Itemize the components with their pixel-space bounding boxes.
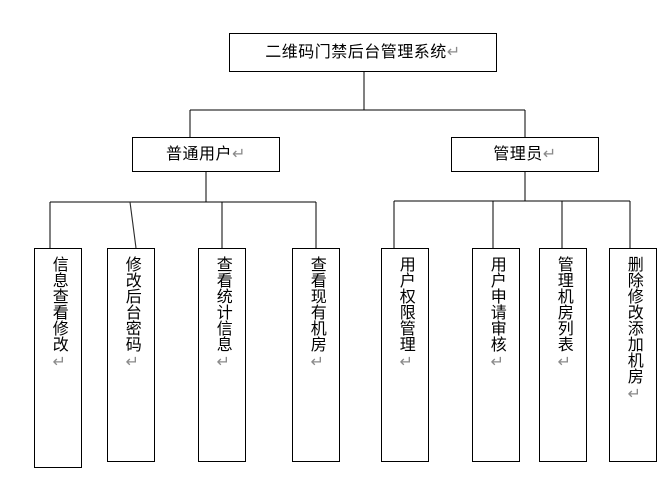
- node-branch-ordinary-user-label: 普通用户↵: [166, 145, 246, 163]
- return-mark-icon: ↵: [307, 352, 325, 371]
- return-mark-icon: ↵: [396, 352, 414, 371]
- node-leaf-change-backend-password[interactable]: 修改后台密码↵: [107, 248, 155, 462]
- connector-branch1-child-2: [129, 201, 137, 249]
- return-mark-icon: ↵: [624, 384, 642, 403]
- return-mark-icon: ↵: [542, 145, 557, 163]
- node-leaf-user-permission-management[interactable]: 用户权限管理↵: [381, 248, 429, 462]
- node-root[interactable]: 二维码门禁后台管理系统↵: [229, 33, 497, 72]
- return-mark-icon: ↵: [232, 145, 246, 163]
- node-leaf-delete-edit-add-room-label: 删除修改添加机房↵: [624, 256, 642, 403]
- node-branch-administrator[interactable]: 管理员↵: [451, 137, 599, 172]
- node-leaf-change-backend-password-label: 修改后台密码↵: [122, 256, 140, 371]
- return-mark-icon: ↵: [213, 352, 231, 371]
- return-mark-icon: ↵: [487, 352, 505, 371]
- node-leaf-manage-room-list[interactable]: 管理机房列表↵: [539, 248, 587, 462]
- node-branch-administrator-label: 管理员↵: [493, 145, 557, 163]
- return-mark-icon: ↵: [446, 43, 461, 61]
- return-mark-icon: ↵: [554, 352, 572, 371]
- node-leaf-user-application-review[interactable]: 用户申请审核↵: [472, 248, 520, 462]
- node-leaf-view-statistics-label: 查看统计信息↵: [213, 256, 231, 371]
- node-branch-ordinary-user[interactable]: 普通用户↵: [132, 137, 280, 172]
- node-leaf-info-view-edit-label: 信息查看修改↵: [49, 256, 67, 371]
- node-leaf-view-existing-rooms[interactable]: 查看现有机房↵: [292, 248, 340, 462]
- return-mark-icon: ↵: [122, 352, 140, 371]
- return-mark-icon: ↵: [49, 352, 67, 371]
- node-leaf-user-application-review-label: 用户申请审核↵: [487, 256, 505, 371]
- node-leaf-manage-room-list-label: 管理机房列表↵: [554, 256, 572, 371]
- node-leaf-delete-edit-add-room[interactable]: 删除修改添加机房↵: [609, 248, 657, 462]
- node-leaf-user-permission-management-label: 用户权限管理↵: [396, 256, 414, 371]
- node-leaf-view-statistics[interactable]: 查看统计信息↵: [198, 248, 246, 462]
- node-leaf-info-view-edit[interactable]: 信息查看修改↵: [34, 248, 82, 468]
- node-root-label: 二维码门禁后台管理系统↵: [265, 43, 461, 61]
- node-leaf-view-existing-rooms-label: 查看现有机房↵: [307, 256, 325, 371]
